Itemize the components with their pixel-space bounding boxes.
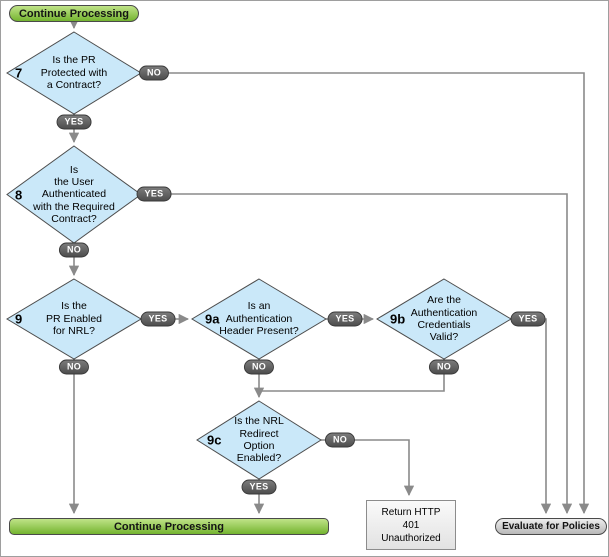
edge-label-8-yes: YES (136, 186, 172, 202)
decision-7-number: 7 (15, 65, 23, 81)
edge-label-9a-yes: YES (327, 311, 363, 327)
edge-8-yes-to-evaluate (141, 193, 573, 515)
edge-label-7-no: NO (138, 65, 170, 81)
edge-label-9c-yes: YES (241, 479, 277, 495)
edge-label-7-yes: YES (56, 114, 92, 130)
decision-9a-shape (191, 278, 327, 360)
decision-9a-number: 9a (205, 311, 220, 327)
decision-7-shape (6, 31, 142, 115)
edge-9b-no-join (259, 359, 445, 392)
edge-label-9b-no: NO (428, 359, 460, 375)
decision-9b-shape (376, 278, 512, 360)
edge-7-no-to-evaluate (141, 72, 590, 515)
edge-9b-yes-to-evaluate (511, 318, 552, 515)
decision-9b-number: 9b (390, 311, 406, 327)
decision-8-number: 8 (15, 187, 23, 202)
edge-label-9b-yes: YES (510, 311, 546, 327)
continue-processing-node: Continue Processing (9, 518, 329, 535)
decision-9-number: 9 (15, 311, 23, 327)
edge-label-9-no: NO (58, 359, 90, 375)
decision-9c-shape (196, 400, 322, 480)
decision-9c-number: 9c (207, 432, 222, 448)
edge-9c-no-to-401 (321, 439, 415, 497)
start-node: Continue Processing (9, 5, 139, 22)
edge-label-8-no: NO (58, 242, 90, 258)
decision-9-shape (6, 278, 142, 360)
edge-label-9a-no: NO (243, 359, 275, 375)
edge-label-9-yes: YES (140, 311, 176, 327)
evaluate-for-policies-node: Evaluate for Policies (495, 518, 607, 535)
edge-label-9c-no: NO (324, 432, 356, 448)
